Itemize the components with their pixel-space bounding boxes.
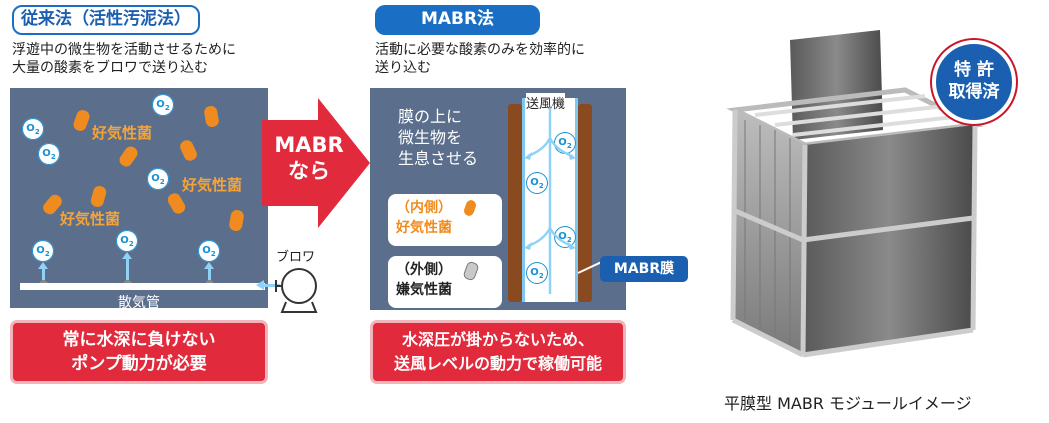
biofilm-left [508,104,522,302]
air-flow-arrow [38,262,48,280]
oxygen-bubble: O2 [32,240,54,262]
membrane-text: 膜の上に 微生物を 生息させる [398,106,478,169]
diffuser-pipe [20,283,265,290]
bacteria-icon [228,209,245,232]
air-flow-arrow [204,262,214,280]
air-supply-arrowhead [256,280,264,290]
oxygen-bubble: O2 [554,226,576,248]
inner-label: （内側） [396,200,452,216]
blower-icon [275,268,318,313]
oxygen-bubble: O2 [526,262,548,284]
mabr-membrane-label: MABR膜 [600,256,688,282]
conventional-note-line1: 常に水深に負けない [62,330,216,350]
mabr-desc-line1: 活動に必要な酸素のみを効率的に [375,42,585,58]
conventional-tab: 従来法（活性汚泥法） [12,5,200,35]
oxygen-bubble: O2 [152,94,174,116]
bacteria-icon [89,184,108,209]
oxygen-bubble: O2 [147,168,169,190]
mabr-tab: MABR法 [375,5,540,35]
transition-arrow-icon [262,98,370,228]
transition-label-line2: なら [288,159,330,183]
inner-bacteria-label: 好気性菌 [396,220,452,236]
inner-bacteria-callout: （内側） 好気性菌 [388,194,502,246]
air-blower-label: 送風機 [526,93,566,112]
bacteria-icon [117,144,140,169]
mabr-note-line1: 水深圧が掛からないため、 [401,330,594,349]
mabr-note: 水深圧が掛からないため、 送風レベルの動力で稼働可能 [370,320,626,384]
mabr-module-image [726,30,984,358]
oxygen-bubble: O2 [198,240,220,262]
bacteria-icon [178,138,199,163]
transition-label: MABR なら [268,132,350,184]
mabr-tank: 膜の上に 微生物を 生息させる 送風機 O2 O2 O2 O2 （内側） 好気性… [370,88,626,310]
transition-label-line1: MABR [274,133,344,157]
air-flow-arrow [122,252,132,280]
membrane-air-flow [524,108,576,294]
biofilm-right [578,104,592,302]
conventional-note-line2: ポンプ動力が必要 [71,354,207,374]
air-supply-arrow [262,284,280,287]
diffuser-pipe-label: 散気管 [118,295,160,311]
patent-badge: 特 許 取得済 [932,40,1016,124]
aerobic-bacteria-label: 好気性菌 [92,124,153,142]
oxygen-bubble: O2 [22,118,44,140]
outer-bacteria-label: 嫌気性菌 [396,282,452,298]
mabr-description: 活動に必要な酸素のみを効率的に 送り込む [375,41,675,77]
module-caption: 平膜型 MABR モジュールイメージ [724,394,972,413]
outer-bacteria-callout: （外側） 嫌気性菌 [388,256,502,308]
oxygen-bubble: O2 [526,172,548,194]
blower-label: ブロワ [276,250,316,265]
membrane-text-line2: 微生物を [398,128,463,147]
conventional-desc-line1: 浮遊中の微生物を活動させるために [12,42,236,58]
membrane-text-line1: 膜の上に [398,107,463,126]
oxygen-bubble: O2 [116,230,138,252]
patent-badge-line1: 特 許 [954,60,994,80]
membrane-text-line3: 生息させる [398,149,479,168]
conventional-tank: O2 O2 O2 O2 O2 O2 O2 好気性菌 好気性菌 好気性菌 散気管 [10,88,268,311]
conventional-desc-line2: 大量の酸素をブロワで送り込む [12,60,208,76]
conventional-description: 浮遊中の微生物を活動させるために 大量の酸素をブロワで送り込む [12,41,312,77]
bacteria-icon [203,105,220,128]
patent-badge-line2: 取得済 [948,82,1000,102]
bacteria-icon [71,108,92,133]
mabr-note-line2: 送風レベルの動力で稼働可能 [393,354,602,373]
aerobic-bacteria-label: 好気性菌 [60,210,121,228]
aerobic-bacteria-label: 好気性菌 [182,176,243,194]
oxygen-bubble: O2 [38,143,60,165]
conventional-note: 常に水深に負けない ポンプ動力が必要 [10,320,268,384]
mabr-desc-line2: 送り込む [375,60,431,76]
outer-label: （外側） [396,262,452,278]
